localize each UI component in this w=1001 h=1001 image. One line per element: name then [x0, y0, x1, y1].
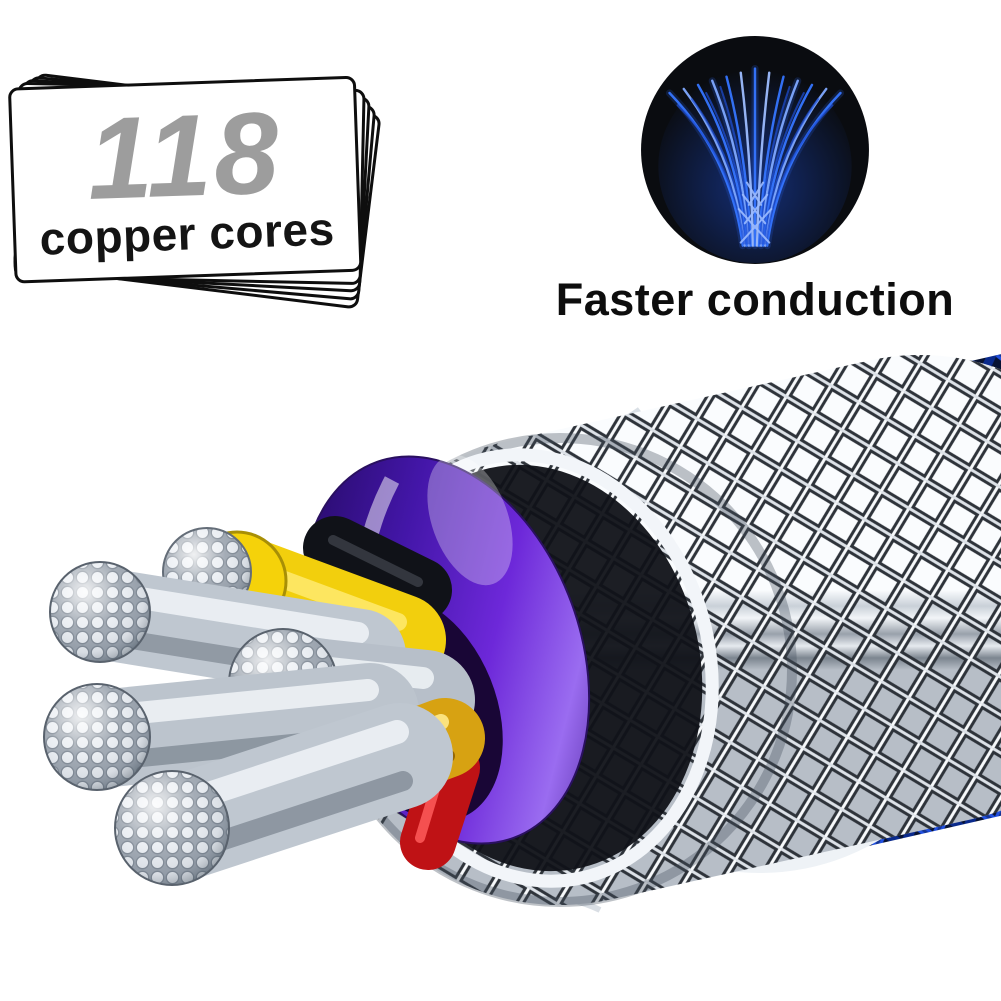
inner-wires	[43, 516, 485, 886]
faster-conduction-callout: Faster conduction	[545, 34, 965, 323]
silver-wire	[43, 663, 419, 791]
copper-cores-badge: 118 copper cores	[7, 72, 382, 310]
badge-front-card: 118 copper cores	[7, 75, 363, 284]
silver-wire	[114, 703, 453, 886]
badge-label: copper cores	[38, 202, 336, 266]
callout-label: Faster conduction	[555, 274, 955, 325]
badge-number: 118	[85, 86, 284, 224]
blue-wire-strands-icon	[641, 36, 869, 264]
